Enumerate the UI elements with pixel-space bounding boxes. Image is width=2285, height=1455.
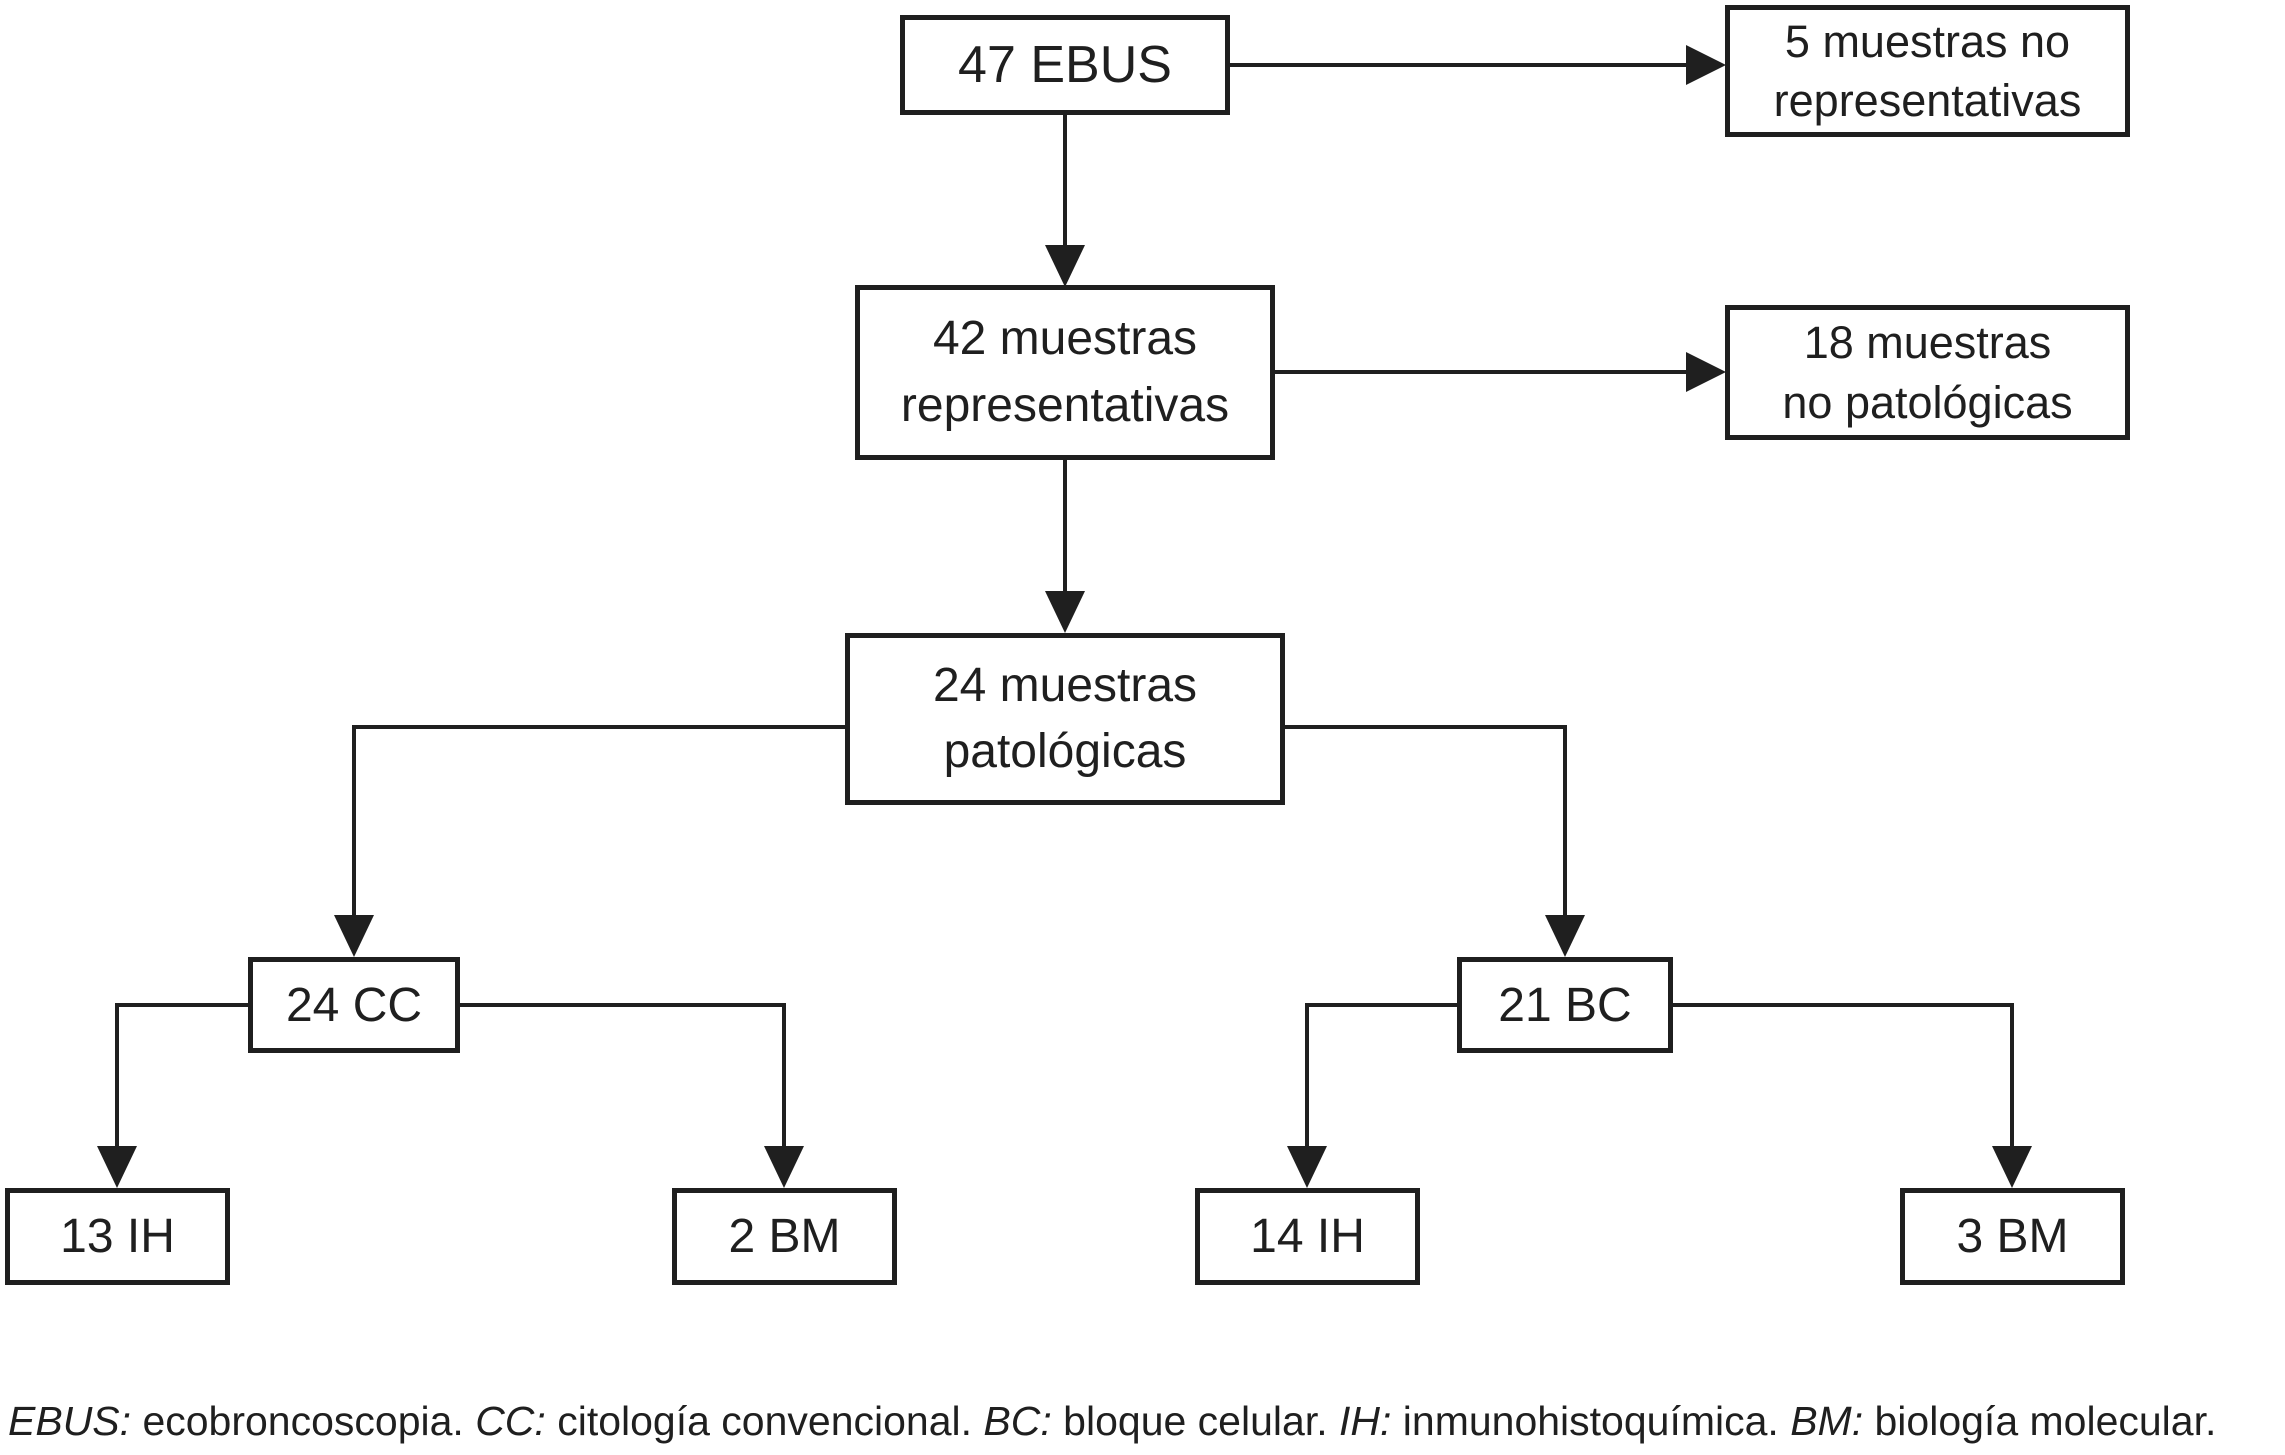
legend-text-ih: inmunohistoquímica.: [1391, 1398, 1791, 1444]
node-patologicas: 24 muestras patológicas: [845, 633, 1285, 805]
connector-cc-to-ih-vertical: [115, 1003, 119, 1150]
node-representativas-line2: representativas: [900, 378, 1230, 432]
arrowhead-right-no-patologicas-icon: [1686, 352, 1726, 392]
legend-text-cc: citología convencional.: [545, 1398, 984, 1444]
node-cc-bm-label: 2 BM: [728, 1210, 841, 1263]
node-bc-label: 21 BC: [1498, 978, 1632, 1032]
arrowhead-down-patologicas-icon: [1045, 591, 1085, 633]
node-ebus: 47 EBUS: [900, 15, 1230, 115]
node-bc-bm-label: 3 BM: [1956, 1210, 2069, 1263]
arrowhead-down-representativas-icon: [1045, 245, 1085, 287]
legend-abbr-bc: BC:: [983, 1398, 1052, 1444]
connector-ebus-to-no-representativas: [1230, 63, 1688, 67]
connector-cc-to-bm-horizontal: [460, 1003, 784, 1007]
connector-cc-to-bm-vertical: [782, 1003, 786, 1150]
connector-bc-to-ih-horizontal: [1307, 1003, 1457, 1007]
connector-representativas-to-no-patologicas: [1275, 370, 1688, 374]
arrowhead-down-bc-ih-icon: [1287, 1146, 1327, 1188]
arrowhead-down-cc-icon: [334, 915, 374, 957]
node-patologicas-line1: 24 muestras: [932, 658, 1198, 712]
node-cc-ih: 13 IH: [5, 1188, 230, 1285]
connector-bc-to-bm-vertical: [2010, 1003, 2014, 1150]
legend-abbr-bm: BM:: [1790, 1398, 1864, 1444]
legend-abbr-cc: CC:: [475, 1398, 546, 1444]
connector-cc-to-ih-horizontal: [117, 1003, 248, 1007]
arrowhead-down-bc-icon: [1545, 915, 1585, 957]
node-ebus-label: 47 EBUS: [958, 36, 1172, 94]
node-no-patologicas: 18 muestras no patológicas: [1725, 305, 2130, 440]
connector-patologicas-to-bc-vertical: [1563, 725, 1567, 919]
node-bc-bm: 3 BM: [1900, 1188, 2125, 1285]
legend-text-ebus: ecobroncoscopia.: [131, 1398, 476, 1444]
legend-text-bc: bloque celular.: [1051, 1398, 1339, 1444]
node-cc: 24 CC: [248, 957, 460, 1053]
arrowhead-right-no-representativas-icon: [1686, 45, 1726, 85]
legend-abbr-ih: IH:: [1338, 1398, 1392, 1444]
node-patologicas-line2: patológicas: [943, 725, 1187, 778]
arrowhead-down-bc-bm-icon: [1992, 1146, 2032, 1188]
node-no-patologicas-line1: 18 muestras: [1803, 317, 2052, 369]
abbreviation-legend: EBUS: ecobroncoscopia. CC: citología con…: [8, 1398, 2278, 1445]
legend-abbr-ebus: EBUS:: [8, 1398, 132, 1444]
node-cc-label: 24 CC: [285, 978, 423, 1032]
arrowhead-down-cc-ih-icon: [97, 1146, 137, 1188]
connector-ebus-to-representativas: [1063, 115, 1067, 247]
connector-representativas-to-patologicas: [1063, 460, 1067, 595]
connector-bc-to-bm-horizontal: [1673, 1003, 2012, 1007]
connector-bc-to-ih-vertical: [1305, 1003, 1309, 1150]
connector-patologicas-to-cc-vertical: [352, 725, 356, 919]
arrowhead-down-cc-bm-icon: [764, 1146, 804, 1188]
connector-patologicas-to-cc-horizontal: [354, 725, 845, 729]
node-no-representativas-line1: 5 muestras no: [1784, 15, 2071, 67]
node-cc-bm: 2 BM: [672, 1188, 897, 1285]
node-bc: 21 BC: [1457, 957, 1673, 1053]
node-no-representativas-line2: representativas: [1773, 75, 2082, 126]
legend-text-bm: biología molecular.: [1863, 1398, 2217, 1444]
connector-patologicas-to-bc-horizontal: [1285, 725, 1565, 729]
node-cc-ih-label: 13 IH: [60, 1210, 175, 1263]
node-no-representativas: 5 muestras no representativas: [1725, 5, 2130, 137]
node-bc-ih: 14 IH: [1195, 1188, 1420, 1285]
node-representativas: 42 muestras representativas: [855, 285, 1275, 460]
node-representativas-line1: 42 muestras: [932, 312, 1198, 366]
node-no-patologicas-line2: no patológicas: [1782, 376, 2073, 428]
node-bc-ih-label: 14 IH: [1250, 1210, 1365, 1263]
